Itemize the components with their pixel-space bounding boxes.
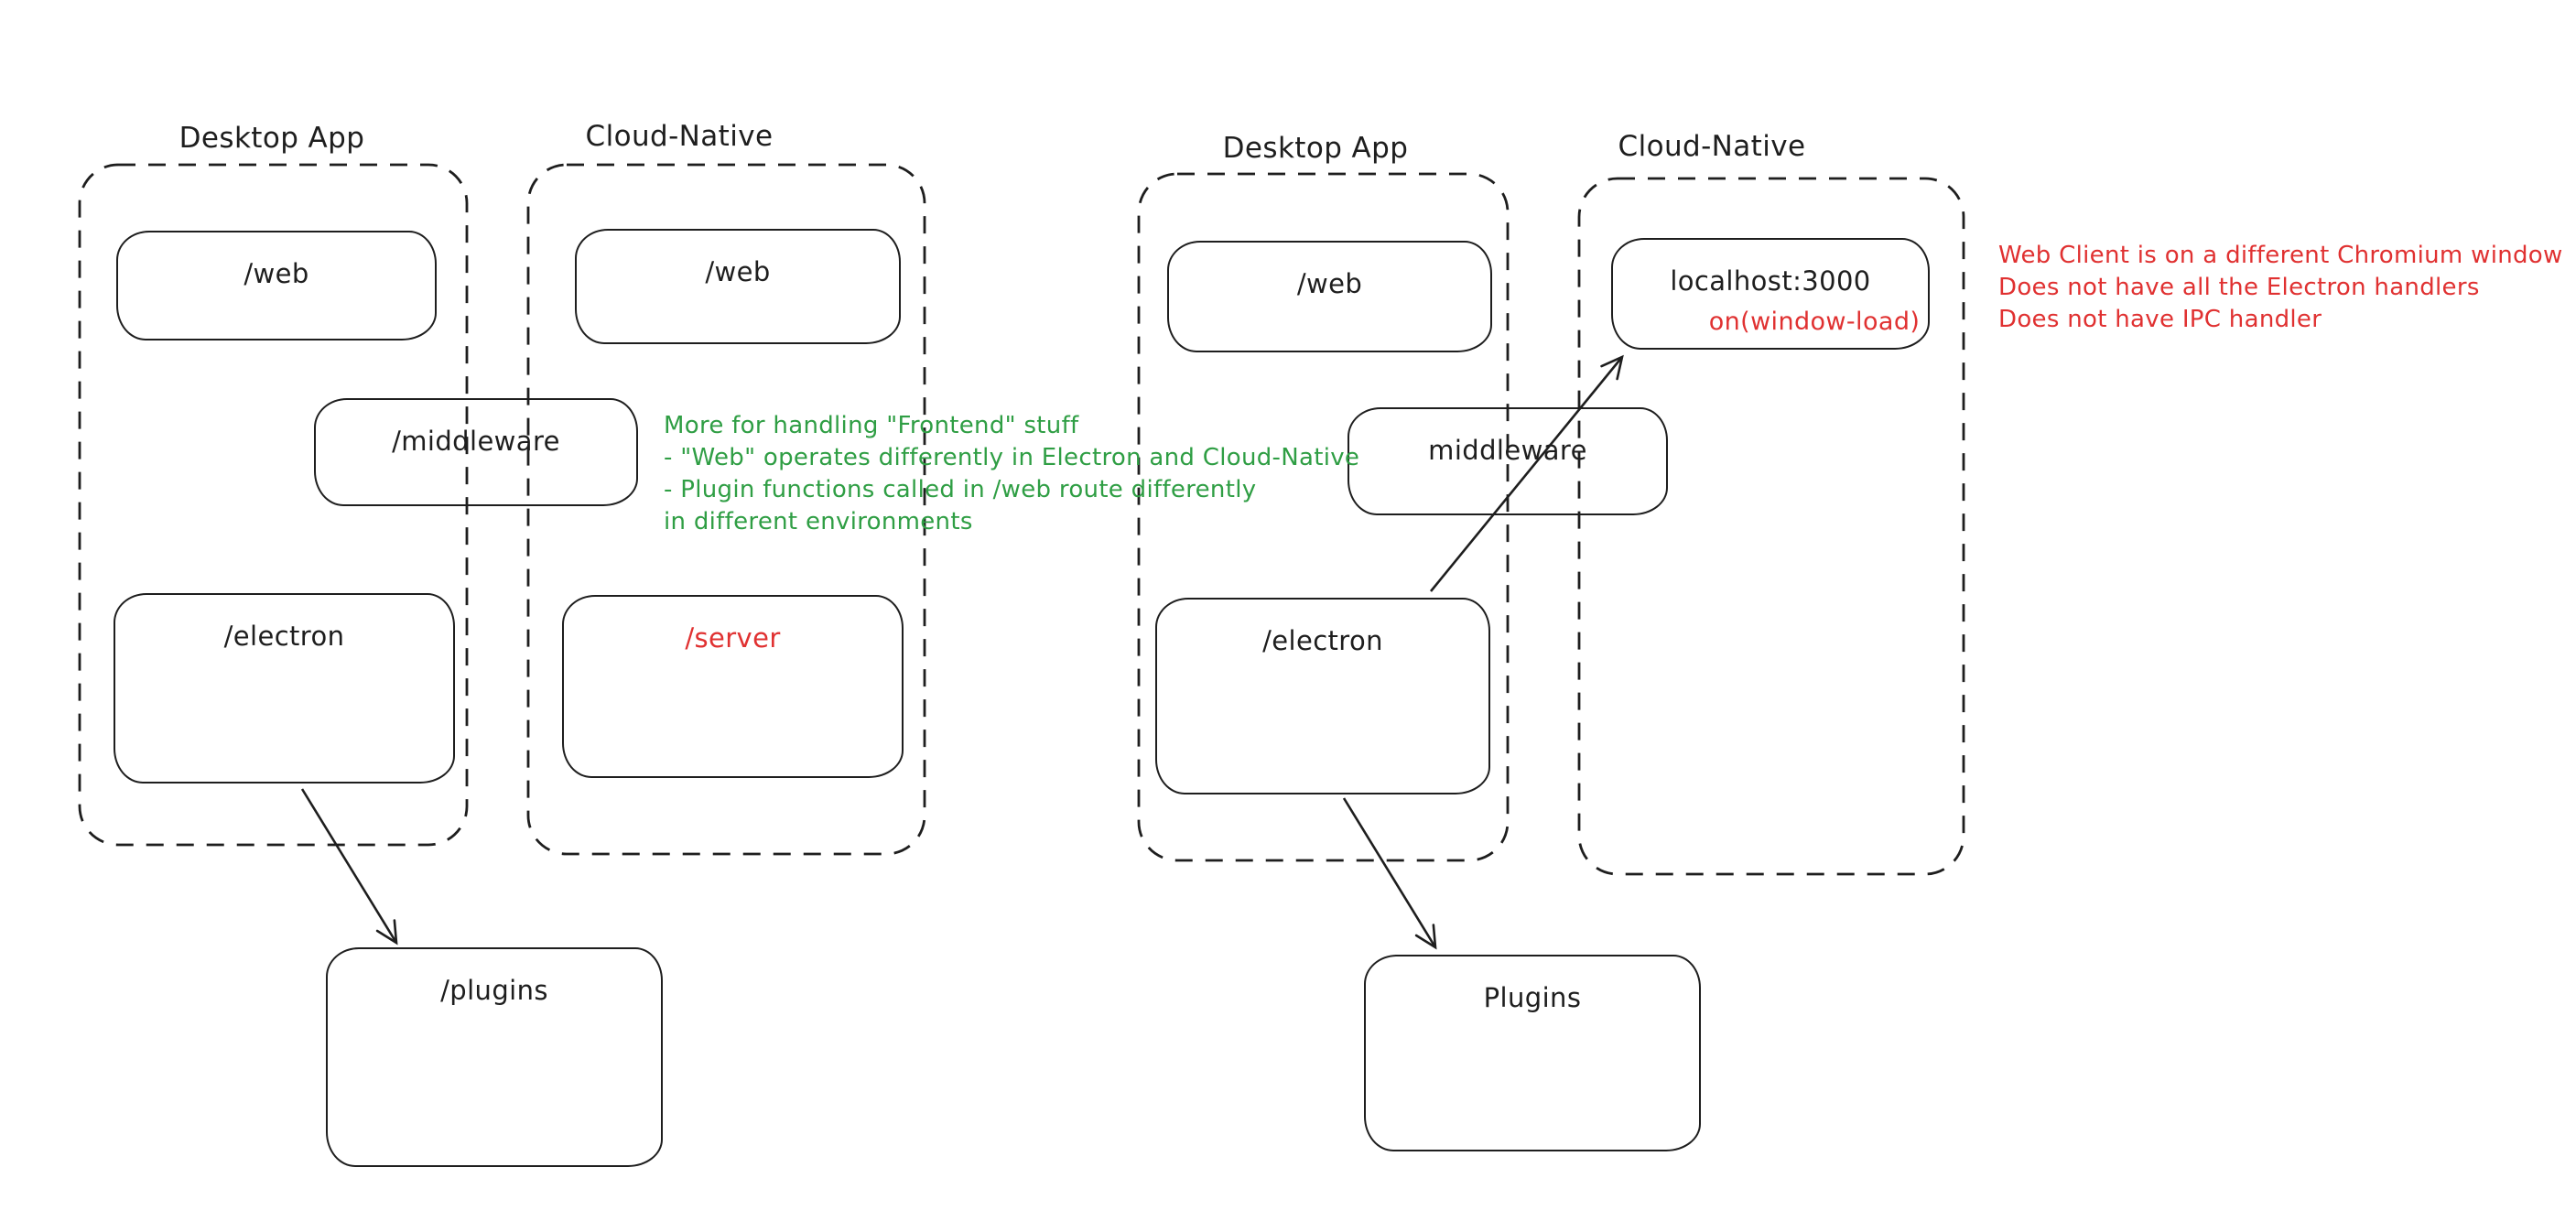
red-note-line: Does not have all the Electron handlers <box>1998 274 2480 301</box>
node-localhost-3000[interactable]: localhost:3000 on(window-load) <box>1611 238 1930 350</box>
node-web-desktop-left[interactable]: /web <box>116 231 437 340</box>
left-desktop-app-title[interactable]: Desktop App <box>179 122 365 155</box>
node-electron-right[interactable]: /electron <box>1155 598 1490 794</box>
node-web-right[interactable]: /web <box>1167 241 1492 352</box>
node-plugins-left[interactable]: /plugins <box>326 947 663 1167</box>
red-note-line: Does not have IPC handler <box>1998 306 2322 333</box>
node-server-left[interactable]: /server <box>562 595 904 778</box>
green-note[interactable]: More for handling "Frontend" stuff - "We… <box>664 410 1359 538</box>
green-note-line: in different environments <box>664 508 973 535</box>
left-cloud-native-title[interactable]: Cloud-Native <box>585 120 774 153</box>
green-note-line: - Plugin functions called in /web route … <box>664 476 1257 503</box>
red-note[interactable]: Web Client is on a different Chromium wi… <box>1998 240 2563 336</box>
node-web-cloud-left[interactable]: /web <box>575 229 901 344</box>
red-note-line: Web Client is on a different Chromium wi… <box>1998 242 2563 269</box>
node-middleware-right[interactable]: middleware <box>1348 407 1668 515</box>
node-plugins-right[interactable]: Plugins <box>1364 955 1701 1151</box>
localhost-window-load-event: on(window-load) <box>1708 308 1921 336</box>
right-cloud-native-title[interactable]: Cloud-Native <box>1618 130 1806 163</box>
right-desktop-app-title[interactable]: Desktop App <box>1222 132 1409 165</box>
localhost-title: localhost:3000 <box>1670 265 1871 297</box>
node-middleware-left[interactable]: /middleware <box>314 398 638 506</box>
green-note-line: More for handling "Frontend" stuff <box>664 412 1079 439</box>
node-electron-left[interactable]: /electron <box>114 593 455 784</box>
green-note-line: - "Web" operates differently in Electron… <box>664 444 1360 471</box>
container-cloud-native-left[interactable] <box>526 163 926 856</box>
